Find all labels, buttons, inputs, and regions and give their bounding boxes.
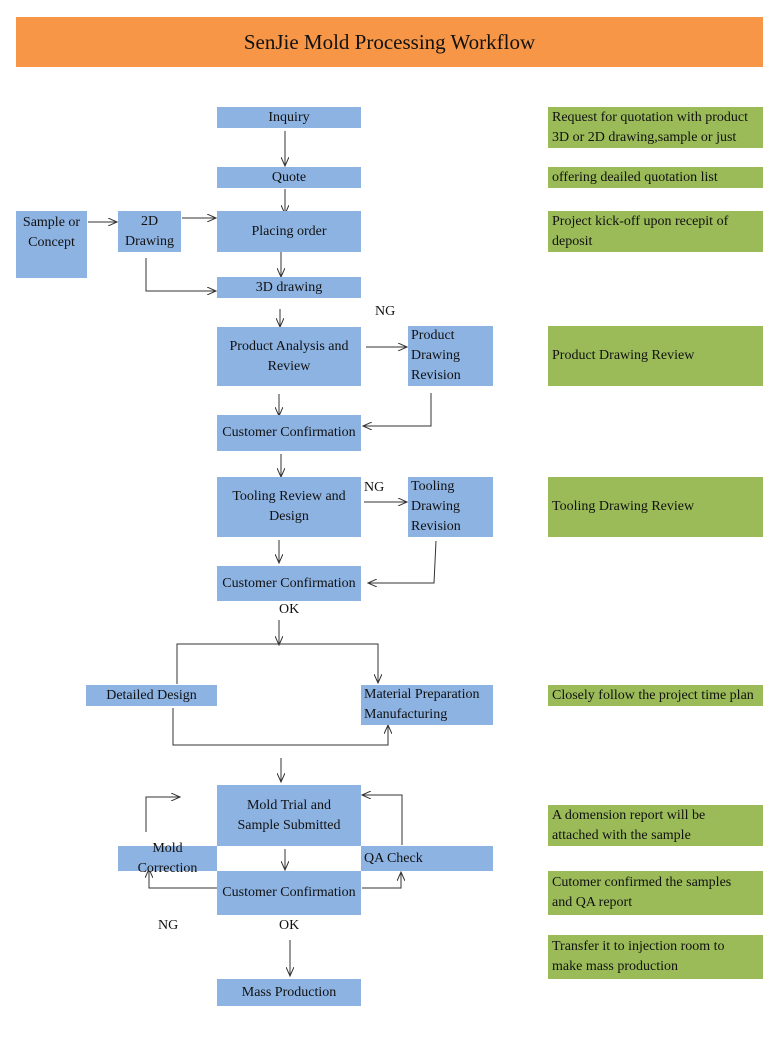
product-analysis-box: Product Analysis and Review: [217, 327, 361, 386]
drawing-2d-box: 2D Drawing: [118, 211, 181, 252]
ng-label-3: NG: [158, 918, 179, 933]
confirmed-samples-note: Cutomer confirmed the samples and QA rep…: [548, 871, 763, 915]
sample-or-concept-box: Sample or Concept: [16, 211, 87, 278]
inquiry-box: Inquiry: [217, 107, 361, 128]
drawing-3d-box: 3D drawing: [217, 277, 361, 298]
order-note: Project kick-off upon recepit of deposit: [548, 211, 763, 252]
tooling-drawing-revision-box: Tooling Drawing Revision: [408, 477, 493, 537]
dimension-report-note: A domension report will be attached with…: [548, 805, 763, 846]
mass-production-box: Mass Production: [217, 979, 361, 1006]
quote-box: Quote: [217, 167, 361, 188]
inquiry-note: Request for quotation with product 3D or…: [548, 107, 763, 148]
arrow-confirm3-qa: [362, 872, 401, 889]
tooling-review-box: Tooling Review and Design: [217, 477, 361, 537]
customer-confirmation-2-box: Customer Confirmation: [217, 566, 361, 601]
time-plan-note: Closely follow the project time plan: [548, 685, 763, 706]
tooling-review-note: Tooling Drawing Review: [548, 477, 763, 537]
mold-correction-box: Mold Correction: [118, 841, 217, 876]
customer-confirmation-3-box: Customer Confirmation: [217, 871, 361, 915]
page-title: SenJie Mold Processing Workflow: [16, 17, 763, 67]
ng-label-2: NG: [364, 480, 385, 495]
transfer-note: Transfer it to injection room to make ma…: [548, 935, 763, 979]
ok-label-1: OK: [279, 602, 300, 617]
placing-order-box: Placing order: [217, 211, 361, 252]
split-line: [176, 643, 378, 684]
arrow-revision-confirm2: [368, 540, 437, 583]
qa-check-box: QA Check: [361, 846, 493, 871]
detailed-design-box: Detailed Design: [86, 685, 217, 706]
customer-confirmation-1-box: Customer Confirmation: [217, 415, 361, 451]
arrow-confirm3-correction: [149, 869, 217, 889]
arrow-revision-confirm1: [363, 393, 432, 426]
arrow-qa-trial: [362, 795, 403, 845]
arrow-2d-3d: [145, 258, 216, 291]
mold-trial-box: Mold Trial and Sample Submitted: [217, 785, 361, 846]
quote-note: offering deailed quotation list: [548, 167, 763, 188]
product-drawing-revision-box: Product Drawing Revision: [408, 326, 493, 386]
ng-label-1: NG: [375, 304, 396, 319]
ok-label-2: OK: [279, 918, 300, 933]
product-review-note: Product Drawing Review: [548, 326, 763, 386]
merge-line: [172, 708, 388, 746]
arrow-correction-trial: [145, 797, 180, 832]
material-preparation-box: Material Preparation Manufacturing: [361, 685, 493, 725]
